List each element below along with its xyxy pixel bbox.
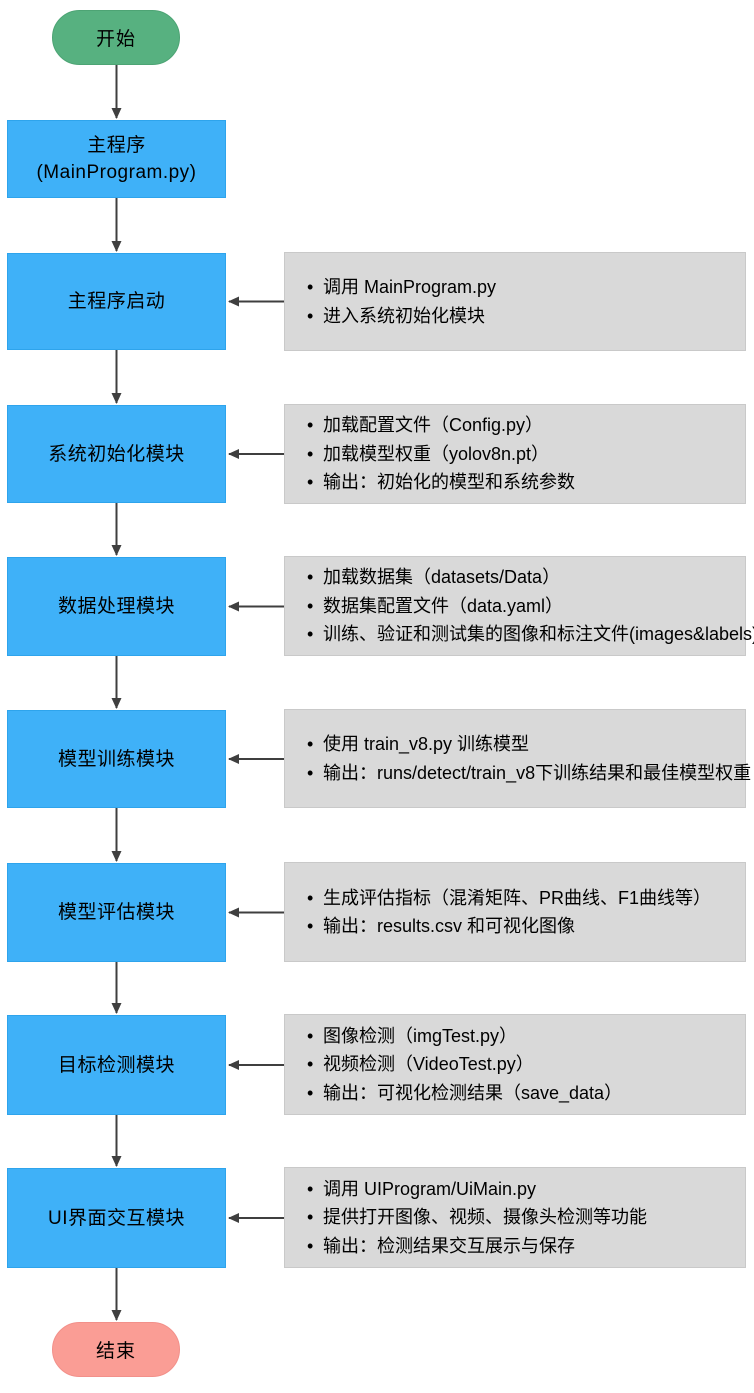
start-node: 开始 [52,10,180,65]
note-ui-interaction: 调用 UIProgram/UiMain.py 提供打开图像、视频、摄像头检测等功… [284,1167,746,1268]
start-label: 开始 [95,29,136,50]
step-main-program-line2: (MainProgram.py) [36,162,197,183]
step-model-evaluation-label: 模型评估模块 [57,902,175,923]
step-main-program-line1: 主程序 [87,135,146,156]
note-data-processing: 加载数据集（datasets/Data） 数据集配置文件（data.yaml） … [284,556,754,656]
step-main-program: 主程序 (MainProgram.py) [7,120,226,198]
note-program-start: 调用 MainProgram.py 进入系统初始化模块 [284,252,746,351]
note-bullet: 进入系统初始化模块 [307,302,737,331]
note-bullet: 视频检测（VideoTest.py） [307,1050,737,1079]
step-data-processing-label: 数据处理模块 [57,596,175,617]
note-list: 使用 train_v8.py 训练模型 输出：runs/detect/train… [285,730,751,788]
note-bullet: 调用 UIProgram/UiMain.py [307,1175,737,1204]
note-bullet: 输出：检测结果交互展示与保存 [307,1232,737,1261]
note-bullet: 输出：results.csv 和可视化图像 [307,912,737,941]
note-bullet: 加载模型权重（yolov8n.pt） [307,440,737,469]
note-object-detection: 图像检测（imgTest.py） 视频检测（VideoTest.py） 输出：可… [284,1014,746,1115]
step-ui-interaction-label: UI界面交互模块 [47,1207,185,1229]
step-model-training-label: 模型训练模块 [57,748,175,770]
note-bullet: 训练、验证和测试集的图像和标注文件(images&labels) [307,620,754,649]
step-system-init: 系统初始化模块 [7,405,226,503]
step-program-start-label: 主程序启动 [67,291,166,312]
step-data-processing: 数据处理模块 [7,557,226,656]
end-node: 结束 [52,1322,180,1377]
step-ui-interaction: UI界面交互模块 [7,1168,226,1268]
note-list: 加载配置文件（Config.py） 加载模型权重（yolov8n.pt） 输出：… [285,411,745,497]
note-bullet: 加载配置文件（Config.py） [307,411,737,440]
note-system-init: 加载配置文件（Config.py） 加载模型权重（yolov8n.pt） 输出：… [284,404,746,504]
note-bullet: 调用 MainProgram.py [307,273,737,302]
note-bullet: 输出：可视化检测结果（save_data） [307,1079,737,1108]
step-model-evaluation: 模型评估模块 [7,863,226,962]
note-bullet: 加载数据集（datasets/Data） [307,563,737,592]
note-list: 调用 MainProgram.py 进入系统初始化模块 [285,273,745,330]
step-object-detection-label: 目标检测模块 [57,1054,175,1076]
note-bullet: 输出：runs/detect/train_v8下训练结果和最佳模型权重 [307,759,751,788]
note-bullet: 图像检测（imgTest.py） [307,1022,737,1051]
note-bullet: 使用 train_v8.py 训练模型 [307,730,737,759]
note-bullet: 提供打开图像、视频、摄像头检测等功能 [307,1203,737,1232]
note-list: 生成评估指标（混淆矩阵、PR曲线、F1曲线等） 输出：results.csv 和… [285,884,745,941]
note-list: 调用 UIProgram/UiMain.py 提供打开图像、视频、摄像头检测等功… [285,1175,745,1261]
note-bullet: 生成评估指标（混淆矩阵、PR曲线、F1曲线等） [307,884,737,913]
note-list: 加载数据集（datasets/Data） 数据集配置文件（data.yaml） … [285,563,754,649]
end-label: 结束 [95,1341,136,1362]
note-bullet: 数据集配置文件（data.yaml） [307,592,737,621]
step-object-detection: 目标检测模块 [7,1015,226,1115]
note-list: 图像检测（imgTest.py） 视频检测（VideoTest.py） 输出：可… [285,1022,745,1108]
note-model-training: 使用 train_v8.py 训练模型 输出：runs/detect/train… [284,709,751,808]
note-bullet: 输出：初始化的模型和系统参数 [307,468,737,497]
note-model-evaluation: 生成评估指标（混淆矩阵、PR曲线、F1曲线等） 输出：results.csv 和… [284,862,746,962]
step-system-init-label: 系统初始化模块 [48,443,185,465]
step-program-start: 主程序启动 [7,253,226,350]
step-model-training: 模型训练模块 [7,710,226,808]
